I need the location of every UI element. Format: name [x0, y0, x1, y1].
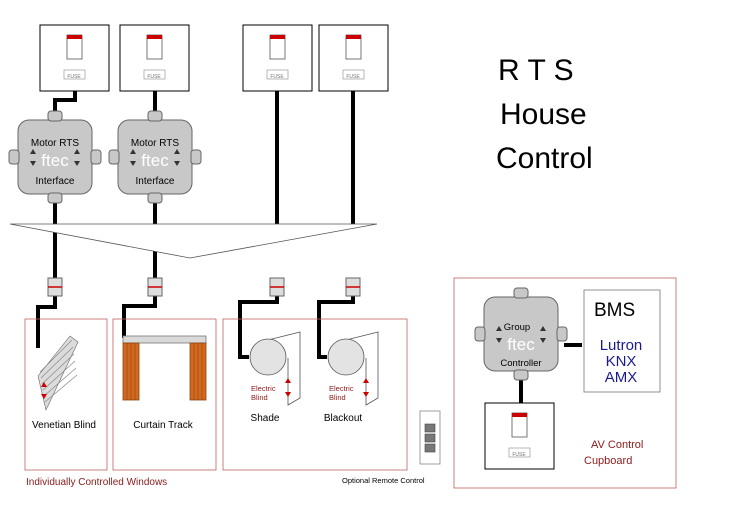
cable-connector [345, 277, 361, 297]
av-cupboard-box [453, 277, 677, 489]
title-line3: Control [496, 142, 593, 175]
cable-connector [147, 277, 163, 297]
remote-control-icon [419, 410, 441, 465]
fuse-box [242, 24, 313, 92]
ftec-logo: ftec [41, 151, 69, 170]
fuse-label: FUSE [67, 74, 81, 80]
bms-item: AMX [605, 369, 638, 386]
bms-item: KNX [606, 353, 637, 370]
group-controller-label: Controller [500, 358, 541, 369]
title-line1: R T S [498, 54, 574, 87]
fuse-label: FUSE [512, 452, 526, 458]
device-label-curtain: Curtain Track [133, 420, 193, 431]
interface-label: Motor RTS [31, 138, 79, 149]
window-box-curtain [112, 318, 217, 471]
curtain-track-icon [122, 335, 207, 401]
interface-label: Interface [36, 176, 75, 187]
fuse-box [119, 24, 190, 92]
interface-label: Interface [136, 176, 175, 187]
window-box-venetian [24, 318, 108, 471]
group-controller-label: Group [504, 322, 530, 333]
bms-title: BMS [594, 300, 635, 321]
cable-connector [269, 277, 285, 297]
caption-av-line2: Cupboard [584, 455, 632, 467]
window-box-shades [222, 318, 408, 471]
fuse-label: FUSE [147, 74, 161, 80]
bms-box [583, 289, 661, 393]
electric-blind-label: Blind [329, 393, 346, 402]
title-line2: House [500, 98, 587, 131]
electric-blind-label: Electric [329, 384, 354, 393]
fuse-label: FUSE [346, 74, 360, 80]
caption-remote: Optional Remote Control [342, 476, 425, 485]
fuse-box [318, 24, 389, 92]
device-label-venetian: Venetian Blind [32, 420, 96, 431]
shade-roller-icon [249, 331, 301, 406]
interface-label: Motor RTS [131, 138, 179, 149]
cable-connector [47, 277, 63, 297]
electric-blind-label: Blind [251, 393, 268, 402]
caption-windows: Individually Controlled Windows [26, 477, 167, 488]
ftec-logo: ftec [141, 151, 169, 170]
blackout-roller-icon [327, 331, 379, 406]
fuse-box [484, 402, 555, 470]
ftec-logo: ftec [507, 335, 535, 354]
fuse-box [39, 24, 110, 92]
bms-item: Lutron [600, 337, 643, 354]
fuse-label: FUSE [270, 74, 284, 80]
device-label-blackout: Blackout [324, 413, 363, 424]
wall-plane [9, 223, 378, 259]
venetian-blind-icon [37, 335, 79, 411]
device-label-shade: Shade [251, 413, 280, 424]
electric-blind-label: Electric [251, 384, 276, 393]
caption-av-line1: AV Control [591, 439, 643, 451]
